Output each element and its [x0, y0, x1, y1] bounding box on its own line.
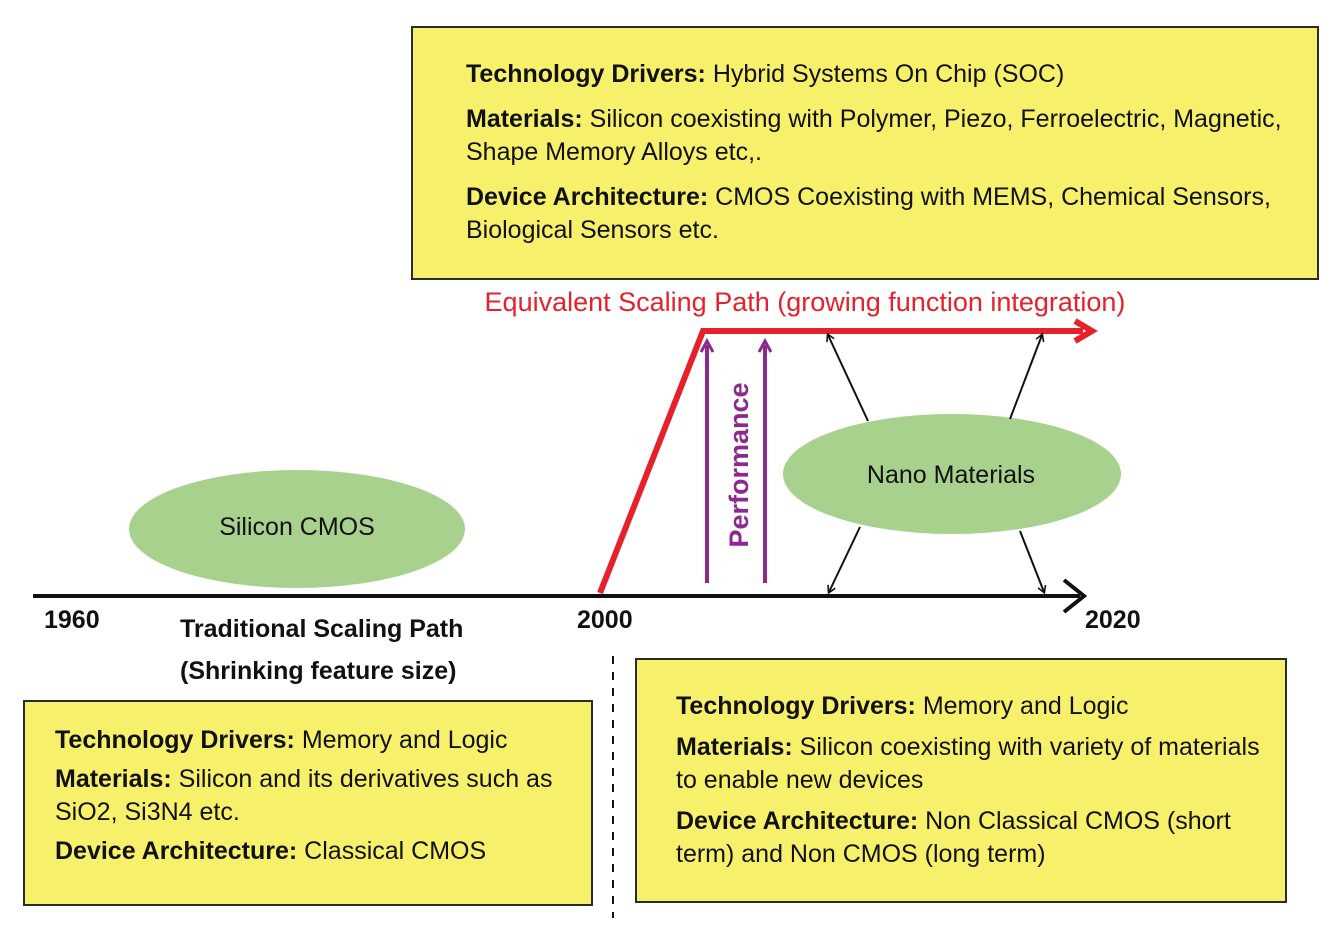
br-arch-key: Device Architecture:	[676, 807, 919, 835]
top-materials-key: Materials:	[466, 105, 583, 133]
top-materials-line: Materials: Silicon coexisting with Polym…	[466, 103, 1297, 169]
bl-arch-key: Device Architecture:	[55, 837, 298, 865]
year-2000-label: 2000	[577, 606, 633, 634]
timeline-arrowhead	[1062, 578, 1088, 614]
br-materials-key: Materials:	[676, 733, 793, 761]
br-materials-line: Materials: Silicon coexisting with varie…	[676, 731, 1275, 797]
br-materials-value: Silicon coexisting with variety of mater…	[676, 733, 1260, 794]
bl-drivers-key: Technology Drivers:	[55, 726, 295, 754]
top-drivers-line: Technology Drivers: Hybrid Systems On Ch…	[466, 58, 1297, 91]
nano-materials-ellipse	[783, 414, 1121, 534]
traditional-line-1: Traditional Scaling Path	[180, 615, 464, 643]
nano-scaling-info-box: Technology Drivers: Memory and Logic Mat…	[635, 658, 1287, 903]
br-drivers-value: Memory and Logic	[915, 692, 1129, 720]
br-arch-value: Non Classical CMOS (short term) and Non …	[676, 807, 1231, 868]
top-drivers-key: Technology Drivers:	[466, 60, 706, 88]
nano-arrow-lower-right	[1019, 530, 1047, 595]
equivalent-path-arrowhead	[1073, 318, 1098, 344]
bl-drivers-value: Memory and Logic	[294, 726, 508, 754]
silicon-cmos-label: Silicon CMOS	[219, 513, 375, 541]
bl-materials-line: Materials: Silicon and its derivatives s…	[55, 763, 581, 829]
year-2020-label: 2020	[1085, 606, 1141, 634]
bl-materials-value: Silicon and its derivatives such as SiO2…	[55, 765, 553, 826]
traditional-scaling-path-label: Traditional Scaling Path (Shrinking feat…	[180, 608, 463, 692]
traditional-scaling-info-box: Technology Drivers: Memory and Logic Mat…	[23, 700, 593, 906]
equivalent-scaling-path-line	[597, 328, 1083, 595]
bl-materials-key: Materials:	[55, 765, 172, 793]
top-arch-line: Device Architecture: CMOS Coexisting wit…	[466, 181, 1297, 247]
nano-arrow-upper-left	[826, 332, 869, 422]
nano-arrow-upper-right	[1009, 332, 1045, 420]
year-1960-label: 1960	[44, 606, 100, 634]
br-drivers-line: Technology Drivers: Memory and Logic	[676, 690, 1275, 723]
bl-drivers-line: Technology Drivers: Memory and Logic	[55, 724, 581, 757]
br-arch-line: Device Architecture: Non Classical CMOS …	[676, 805, 1275, 871]
top-drivers-value: Hybrid Systems On Chip (SOC)	[705, 60, 1065, 88]
top-materials-value: Silicon coexisting with Polymer, Piezo, …	[466, 105, 1282, 166]
performance-label: Performance	[724, 382, 754, 547]
nano-arrow-lower-left	[827, 526, 861, 595]
silicon-cmos-ellipse	[129, 470, 465, 588]
bl-arch-value: Classical CMOS	[297, 837, 487, 865]
equivalent-scaling-path-label: Equivalent Scaling Path (growing functio…	[485, 287, 1126, 317]
top-arch-value: CMOS Coexisting with MEMS, Chemical Sens…	[466, 183, 1271, 244]
bl-arch-line: Device Architecture: Classical CMOS	[55, 835, 581, 868]
traditional-line-2: (Shrinking feature size)	[180, 657, 457, 685]
br-drivers-key: Technology Drivers:	[676, 692, 916, 720]
equivalent-scaling-info-box: Technology Drivers: Hybrid Systems On Ch…	[411, 26, 1319, 280]
top-arch-key: Device Architecture:	[466, 183, 709, 211]
nano-materials-label: Nano Materials	[867, 461, 1035, 489]
